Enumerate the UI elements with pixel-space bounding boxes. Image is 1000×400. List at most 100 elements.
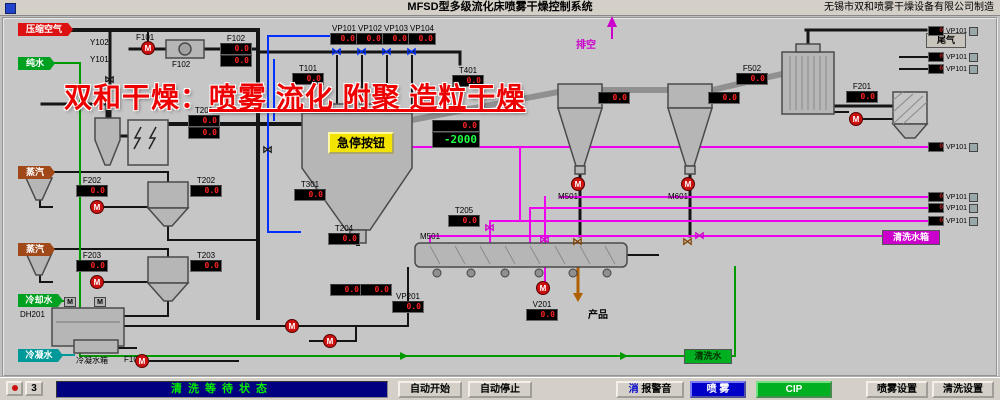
pipe-tag: 尾气	[926, 33, 966, 48]
alarm-indicator-icon[interactable]	[6, 381, 23, 396]
display-tag-label: F202	[82, 176, 102, 185]
spray-settings-button[interactable]: 喷雾设置	[866, 381, 928, 398]
auto-start-button[interactable]: 自动开始	[398, 381, 462, 398]
diagram-label: 冷凝水箱	[76, 356, 108, 365]
diagram-label: 产品	[588, 310, 608, 321]
valve-icon[interactable]: ⋈	[381, 46, 392, 58]
spray-dryer-vessel	[301, 112, 413, 231]
pump-motor-icon[interactable]: M	[681, 177, 695, 191]
diagram-label: M501	[558, 192, 579, 201]
valve-icon[interactable]: ⋈	[331, 46, 342, 58]
vp-label: VP101	[946, 217, 968, 225]
display-value: 0.0-2000	[432, 120, 480, 148]
vp-label: VP101	[946, 65, 968, 73]
display-value: 0.0	[76, 260, 108, 272]
diagram-label: DH201	[20, 310, 45, 319]
pump-motor-icon[interactable]: M	[849, 112, 863, 126]
pump-motor-icon[interactable]: M	[141, 41, 155, 55]
pump-motor-icon[interactable]: M	[135, 354, 149, 368]
pump-motor-icon[interactable]: M	[536, 281, 550, 295]
spray-mode-button[interactable]: 喷 雾	[690, 381, 746, 398]
watermark-slogan: 喷雾 流化 附聚 造粒干燥	[209, 82, 526, 113]
display-value-2: 0.0	[220, 55, 252, 67]
display-tag-label: T301	[300, 180, 320, 189]
vp-mini-display: 0	[928, 216, 944, 226]
display-value: 0.0	[598, 92, 630, 104]
diagram-label: F101	[124, 355, 143, 364]
pipe-tag: 蒸汽	[18, 243, 55, 256]
display-value: 0.0	[526, 309, 558, 321]
watermark-lead: 双和干燥：	[64, 82, 210, 113]
display-tag-label: T201	[194, 106, 214, 115]
pipe-tag: 清洗水箱	[882, 230, 940, 245]
display-value: 0.0	[736, 73, 768, 85]
valve-icon[interactable]: ⋈	[682, 236, 693, 248]
vp-label: VP101	[946, 27, 968, 35]
clean-settings-button[interactable]: 清洗设置	[932, 381, 994, 398]
display-value-2: 0.0	[188, 127, 220, 139]
valve-icon[interactable]: ⋈	[539, 234, 550, 246]
pump-motor-icon[interactable]: M	[285, 319, 299, 333]
fluid-bed-dryer	[414, 242, 628, 268]
display-tag-label: T401	[458, 66, 478, 75]
valve-icon[interactable]: ⋈	[572, 236, 583, 248]
valve-icon[interactable]: ⋈	[484, 222, 495, 234]
valve-icon	[969, 216, 979, 226]
display-value: 0.0	[190, 185, 222, 197]
pump-motor-icon[interactable]: M	[90, 200, 104, 214]
valve-icon[interactable]: ⋈	[694, 230, 705, 242]
display-tag-label: F502	[742, 64, 762, 73]
display-value: 0.0	[408, 33, 436, 45]
valve-icon[interactable]: ⋈	[406, 46, 417, 58]
feed-heater-a	[147, 181, 189, 209]
valve-icon	[969, 142, 979, 152]
pump-motor-icon[interactable]: M	[323, 334, 337, 348]
cyclone-b	[667, 83, 713, 109]
auto-stop-button[interactable]: 自动停止	[468, 381, 532, 398]
vp-mini-display: 0	[928, 192, 944, 202]
valve-icon	[969, 64, 979, 74]
pump-motor-icon[interactable]: M	[571, 177, 585, 191]
display-value: 0.0	[598, 92, 630, 104]
emergency-stop-button[interactable]: 急停按钮	[328, 132, 394, 154]
status-message: 清洗等待状态	[56, 381, 388, 398]
cip-mode-button[interactable]: CIP	[756, 381, 832, 398]
display-value: 0.0	[360, 284, 392, 296]
display-value: 0.0	[452, 75, 484, 87]
mute-label: 报警音	[641, 384, 672, 395]
display-tag-label: VP101	[331, 24, 357, 33]
valve-icon[interactable]: ⋈	[356, 46, 367, 58]
display-value: 0.0	[392, 301, 424, 313]
display-value: 0.0	[708, 92, 740, 104]
valve-icon	[969, 192, 979, 202]
mute-alarm-button[interactable]: 消 报警音	[616, 381, 684, 398]
manufacturer-label: 无锡市双和喷雾干燥设备有限公司制造	[824, 2, 994, 13]
pump-motor-icon[interactable]: M	[90, 275, 104, 289]
agitator-motor-icon: M	[94, 297, 106, 307]
condensate-tank	[73, 339, 119, 354]
display-value: 0.0	[448, 215, 480, 227]
display-value: 0.0	[76, 185, 108, 197]
display-tag-label: VP102	[357, 24, 383, 33]
vp-mini-display: 0	[928, 142, 944, 152]
valve-icon[interactable]: ⋈	[262, 144, 273, 156]
valve-icon[interactable]: ⋈	[104, 74, 115, 86]
vp-label: VP101	[946, 204, 968, 212]
display-tag-label: VP104	[409, 24, 435, 33]
diagram-label: Y101	[90, 55, 109, 64]
app-icon	[5, 3, 16, 14]
